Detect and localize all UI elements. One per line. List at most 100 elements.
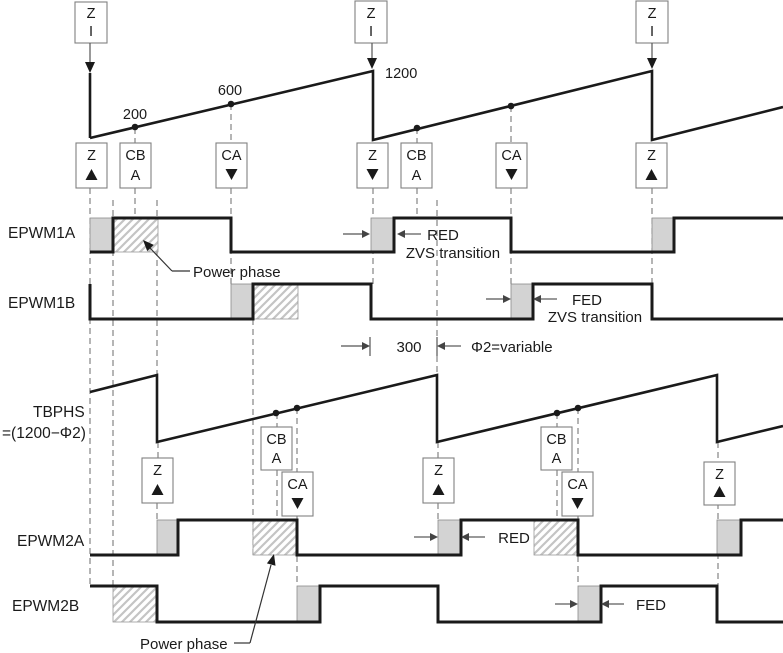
event-box [74,1,108,44]
zero-interrupt-box-1: Z I [74,1,108,73]
epwm1b-row-label: EPWM1B [8,295,75,312]
down-arrow-icon [366,169,379,180]
event-dot [507,102,515,110]
epwm2a-waveform [90,518,783,557]
event-box [635,0,669,44]
event-box-label: A [412,168,422,184]
zvs-gray-region [437,519,462,556]
event-box-label: A [272,451,282,467]
zvs-gray-region [651,217,675,253]
event-box-compare-a-clear: CA [281,471,314,517]
left-arrow-icon [461,533,469,541]
event-box-label: Z [153,463,162,479]
period-value-label: 1200 [385,66,417,82]
power-phase-callout-2: Power phase [140,554,276,653]
event-dot [553,409,561,417]
power-phase-label: Power phase [140,636,228,653]
event-box-label: Z [87,6,96,22]
tbctr-sawtooth-epwm1 [89,69,783,142]
power-phase-hatch [252,519,298,556]
right-arrow-icon [503,295,511,303]
tbphs-label-line1: TBPHS [33,404,85,421]
up-arrow-icon [645,169,658,180]
event-box-label: Z [434,463,443,479]
phase-offset-dimension: 300 Φ2=variable [341,337,553,356]
zvs-gray-region [89,217,114,253]
tbctr-sawtooth-epwm2 [89,373,783,444]
event-box-compare-a-clear: CA [561,471,594,517]
zvs-gray-region [230,283,254,320]
event-box-label: A [131,168,141,184]
event-box-label: CB [266,432,286,448]
event-box-label: Z [87,148,96,164]
left-arrow-icon [533,295,541,303]
left-arrow-icon [437,342,445,350]
zvs-transition-label: ZVS transition [406,245,500,262]
event-box-zero-set: Z [635,142,668,189]
event-box-zero-set: Z [422,457,455,504]
epwm2-event-boxes: Z Z Z CB A CB A CA CA [141,426,736,517]
down-arrow-icon [367,58,377,69]
up-arrow-icon [713,486,726,497]
epwm2a-row-label: EPWM2A [17,533,85,550]
event-box-label: CB [546,432,566,448]
event-box-compare-a-clear: CA [495,142,528,189]
phase-offset-value: 300 [396,339,421,356]
power-phase-label: Power phase [193,264,281,281]
event-dot [293,404,301,412]
event-box-compare-b: CB A [400,142,433,189]
event-box-label: I [89,24,93,40]
leader-line [249,564,272,644]
event-box-compare-b: CB A [119,142,152,189]
event-box-label: CA [287,477,307,493]
left-arrow-icon [397,230,405,238]
epwm1a-red-annotation: RED ZVS transition [343,227,500,262]
event-box-zero-clear: Z [356,142,389,189]
event-dot [131,123,139,131]
deadband-zvs-regions [89,217,742,623]
zero-interrupt-box-2: Z I [354,0,388,69]
event-box-zero-set: Z [703,461,736,506]
phase-variable-label: Φ2=variable [471,339,553,356]
event-box-compare-a-clear: CA [215,142,248,189]
right-arrow-icon [362,230,370,238]
event-box-label: CA [501,148,521,164]
power-phase-hatch [252,283,299,320]
zvs-gray-region [296,585,321,623]
event-box-label: I [650,24,654,40]
zvs-gray-region [577,585,602,623]
event-box-label: CA [567,477,587,493]
event-box-compare-b: CB A [540,426,573,471]
power-phase-hatch [112,585,158,623]
epwm2b-fed-annotation: FED [555,597,666,614]
fed-label: FED [636,597,666,614]
up-left-arrow-icon [143,240,154,252]
event-box-zero-set: Z [75,142,108,189]
event-box-label: CB [125,148,145,164]
zvs-gray-region [370,217,395,253]
left-arrow-icon [601,600,609,608]
up-arrow-icon [151,484,164,495]
down-arrow-icon [571,498,584,509]
epwm2a-red-annotation: RED [414,530,530,547]
zvs-gray-region [156,519,179,556]
event-box-label: Z [368,148,377,164]
power-phase-callout-1: Power phase [143,240,281,281]
event-dot [413,124,421,132]
event-box-label: Z [648,6,657,22]
event-box-label: Z [647,148,656,164]
epwm2b-waveform [90,584,783,624]
down-arrow-icon [225,169,238,180]
down-arrow-icon [505,169,518,180]
tbphs-label-line2: =(1200−Φ2) [2,425,86,442]
power-phase-hatch [533,519,579,556]
power-phase-regions [112,217,579,623]
cmpa-value-label: 600 [218,83,242,99]
zero-interrupt-box-3: Z I [635,0,669,69]
zvs-gray-region [716,519,742,556]
up-arrow-icon [85,169,98,180]
epwm1a-waveform [90,216,783,254]
epwm1b-waveform [88,282,783,321]
red-label: RED [427,227,459,244]
up-arrow-icon [266,554,276,566]
